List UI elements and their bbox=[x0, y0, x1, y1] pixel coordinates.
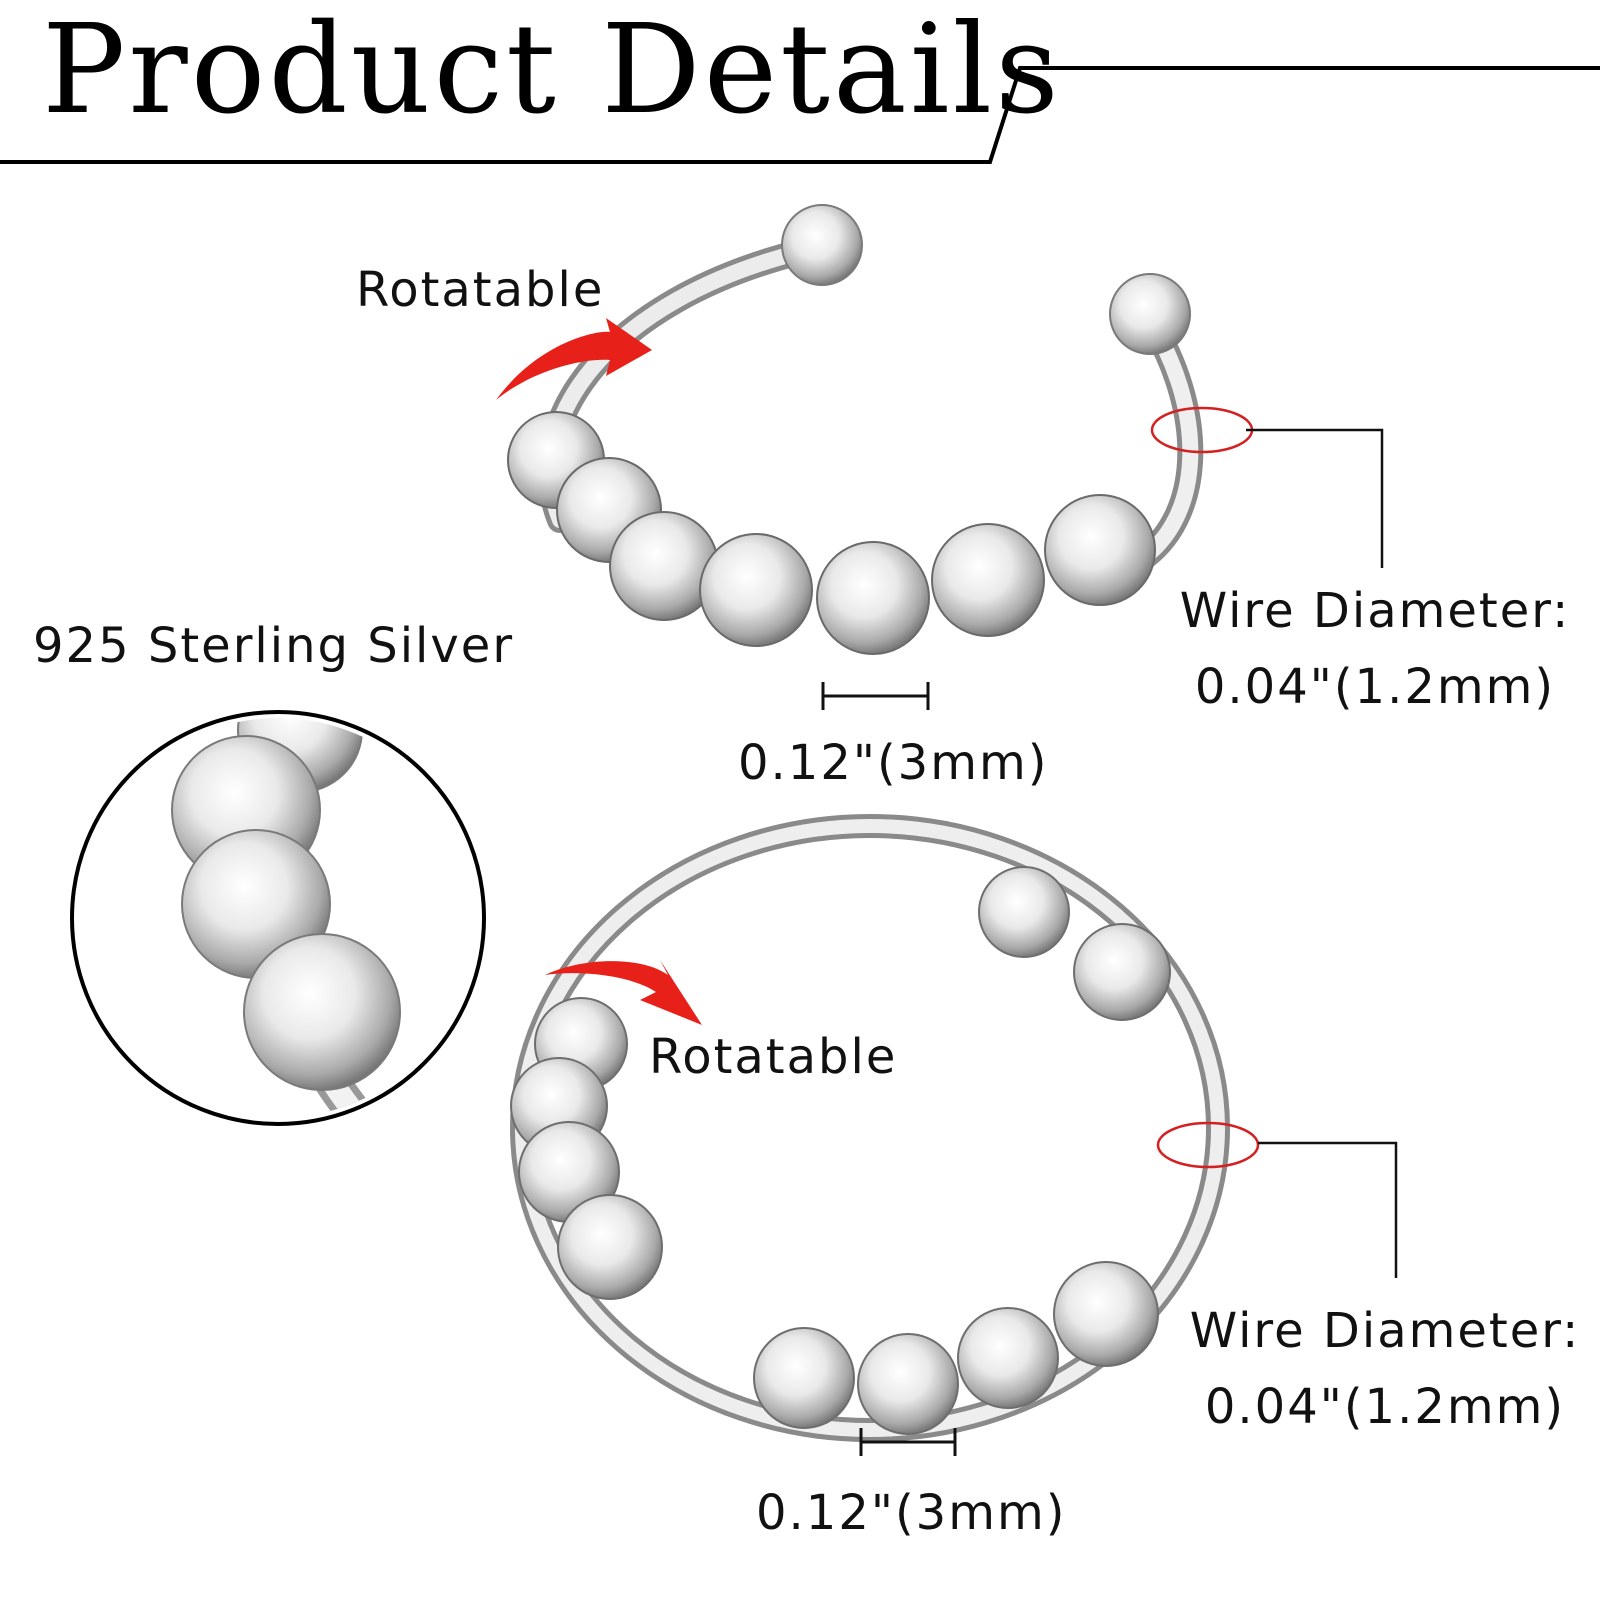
bottom-ring-image bbox=[510, 814, 1230, 1442]
bottom-wire-label: Wire Diameter: bbox=[1189, 1303, 1581, 1359]
page-title: Product Details bbox=[42, 0, 1062, 142]
zoom-detail-icon bbox=[70, 710, 486, 1126]
top-wire-label: Wire Diameter: bbox=[1179, 583, 1571, 639]
wire-marker-icon bbox=[1150, 406, 1384, 568]
dimension-bracket-icon bbox=[859, 1428, 957, 1456]
bottom-wire-diameter: Wire Diameter: 0.04"(1.2mm) bbox=[1185, 1293, 1585, 1445]
top-ring-image bbox=[507, 204, 1204, 655]
bottom-bead-size: 0.12"(3mm) bbox=[756, 1485, 1067, 1541]
wire-marker-icon bbox=[1156, 1121, 1398, 1278]
header-divider bbox=[0, 66, 1600, 164]
top-rotatable-label: Rotatable bbox=[356, 262, 605, 318]
top-wire-diameter: Wire Diameter: 0.04"(1.2mm) bbox=[1175, 573, 1575, 725]
bottom-rotatable-label: Rotatable bbox=[649, 1029, 898, 1085]
rotate-arrow-icon bbox=[545, 960, 702, 1025]
material-label: 925 Sterling Silver bbox=[33, 618, 515, 674]
top-bead-size: 0.12"(3mm) bbox=[738, 735, 1049, 791]
top-wire-value: 0.04"(1.2mm) bbox=[1194, 659, 1556, 715]
rotate-arrow-icon bbox=[496, 318, 652, 400]
dimension-bracket-icon bbox=[821, 682, 930, 710]
bottom-wire-value: 0.04"(1.2mm) bbox=[1204, 1379, 1566, 1435]
